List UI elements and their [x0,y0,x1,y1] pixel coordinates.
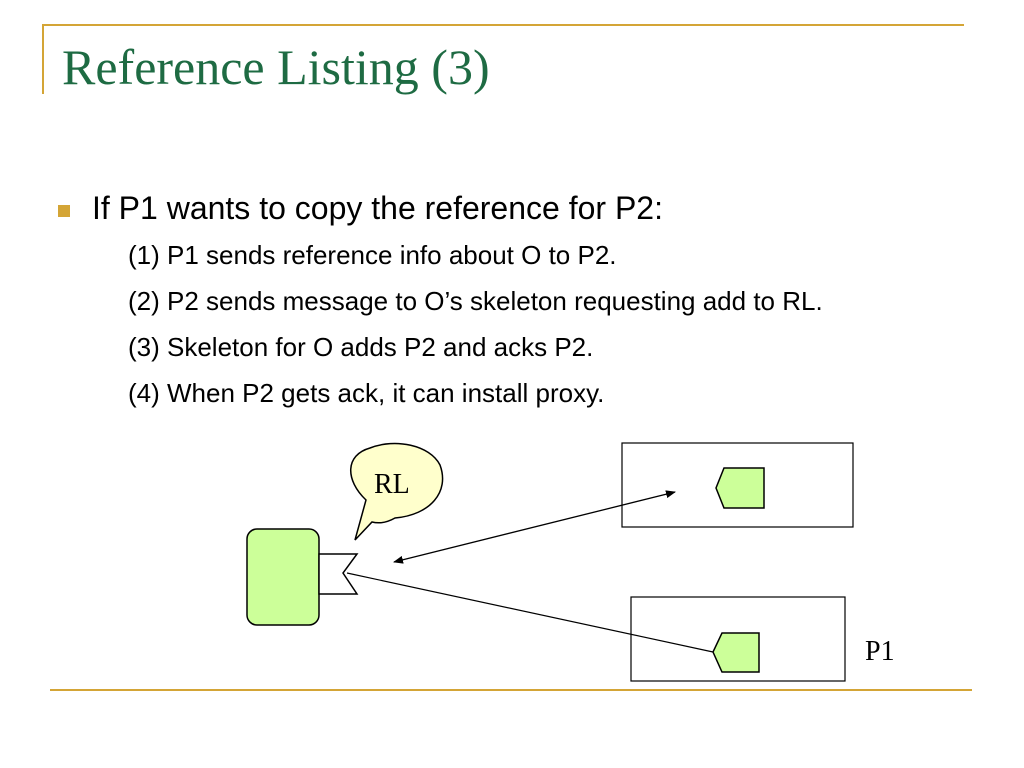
object-o [246,528,320,626]
bullet-square-icon [58,205,70,217]
reference-line [346,572,714,653]
skeleton-shape [318,553,359,595]
double-arrow [393,490,676,564]
top-rule [42,24,964,26]
left-rule [42,24,44,94]
proxy-p1 [712,632,760,673]
proxy-p2 [715,467,765,509]
step-1: (1) P1 sends reference info about O to P… [128,240,617,270]
step-4: (4) When P2 gets ack, it can install pro… [128,378,605,408]
p1-label: P1 [865,636,895,667]
bottom-rule [50,689,972,691]
step-2: (2) P2 sends message to O’s skeleton req… [128,286,823,316]
step-3: (3) Skeleton for O adds P2 and acks P2. [128,332,594,362]
rl-label: RL [374,469,410,500]
main-bullet: If P1 wants to copy the reference for P2… [92,190,663,226]
slide-title: Reference Listing (3) [62,39,490,95]
